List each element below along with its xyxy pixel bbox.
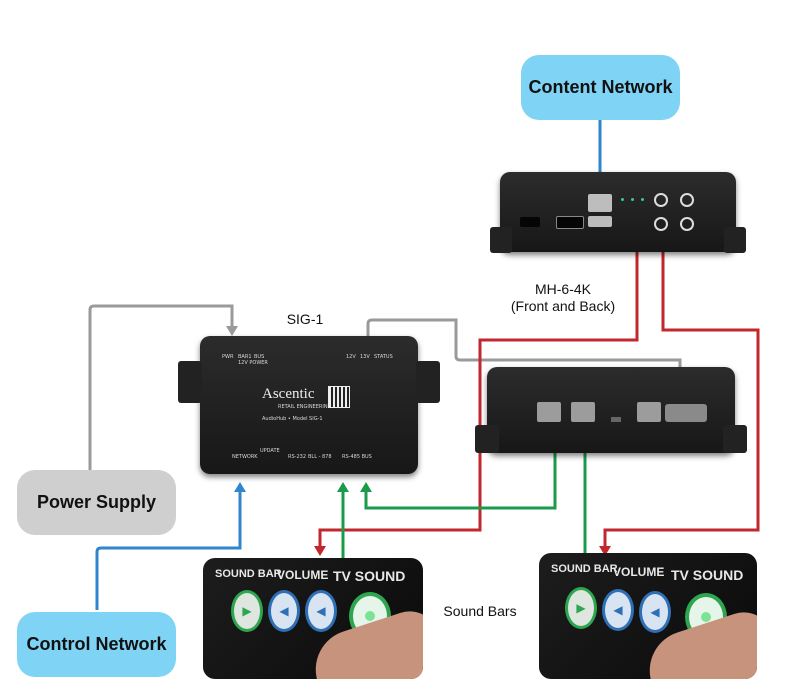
control-network-wire bbox=[95, 490, 242, 610]
sound-bar-caption: SOUND BAR bbox=[215, 568, 282, 580]
green-arrowhead-left bbox=[337, 482, 349, 492]
ascentic-subtitle: RETAIL ENGINEERING bbox=[278, 404, 332, 410]
power-arrowhead bbox=[226, 326, 238, 336]
mh-back-unit bbox=[475, 367, 747, 453]
red-wire-right bbox=[603, 224, 760, 548]
switch bbox=[611, 417, 621, 422]
sound-bar-button[interactable]: ▶ bbox=[565, 587, 597, 629]
volume-caption: VOLUME bbox=[277, 568, 329, 582]
red-arrowhead-left bbox=[314, 546, 326, 556]
usb-port bbox=[588, 216, 612, 227]
power-connector bbox=[665, 404, 707, 422]
sound-bars-label: Sound Bars bbox=[443, 603, 517, 619]
ascentic-logo: Ascentic bbox=[262, 386, 315, 402]
power-wire bbox=[88, 304, 234, 470]
control-network-label: Control Network bbox=[26, 634, 167, 654]
status-led bbox=[641, 198, 644, 201]
sig-top-label: BAR1 bbox=[238, 354, 252, 360]
sig-top-label: PWR bbox=[222, 354, 234, 360]
speaker-icon: ◀ bbox=[650, 605, 660, 619]
sound-bar-control-panel-left: SOUND BAR VOLUME TV SOUND ▶ ◀ ◀ bbox=[203, 558, 423, 679]
sig-to-mh-wire bbox=[366, 318, 682, 388]
sig-bottom-label: BLL - 878 bbox=[308, 454, 332, 460]
mounting-ear bbox=[724, 227, 746, 253]
speaker-icon: ◀ bbox=[279, 604, 289, 618]
status-led bbox=[621, 198, 624, 201]
play-icon: ▶ bbox=[242, 604, 252, 618]
content-network-label: Content Network bbox=[528, 77, 673, 97]
sig-top-label: STATUS bbox=[374, 354, 393, 360]
power-supply-node: Power Supply bbox=[17, 470, 176, 535]
sig-model-text: AudioHub • Model SIG-1 bbox=[262, 416, 323, 422]
ethernet-port bbox=[588, 194, 612, 212]
mounting-ear bbox=[490, 227, 512, 253]
control-network-arrowhead bbox=[234, 482, 246, 492]
tv-sound-caption: TV SOUND bbox=[333, 568, 406, 584]
volume-down-button[interactable]: ◀ bbox=[602, 589, 634, 631]
power-glow-icon bbox=[365, 611, 375, 621]
status-led bbox=[631, 198, 634, 201]
rj45-port bbox=[537, 402, 561, 422]
green-wire-mid bbox=[364, 428, 557, 510]
speaker-icon: ◀ bbox=[316, 604, 326, 618]
sig-top-label: 12V bbox=[346, 354, 356, 360]
red-arrowhead-right bbox=[599, 546, 611, 556]
mounting-ear bbox=[475, 425, 499, 453]
sig-bottom-label: UPDATE bbox=[260, 448, 280, 454]
volume-caption: VOLUME bbox=[613, 565, 665, 579]
sig-top-label: BUS bbox=[254, 354, 265, 360]
volume-up-button[interactable]: ◀ bbox=[305, 590, 337, 632]
audio-jack bbox=[680, 193, 694, 207]
speaker-icon: ◀ bbox=[613, 603, 623, 617]
rj45-port bbox=[637, 402, 661, 422]
volume-up-button[interactable]: ◀ bbox=[639, 591, 671, 633]
sig1-device: PWR BAR1 BUS 12V POWER 12V 13V STATUS As… bbox=[178, 336, 440, 474]
sound-bar-caption: SOUND BAR bbox=[551, 563, 618, 575]
sig1-label: SIG-1 bbox=[286, 311, 324, 327]
sig-bottom-label: RS-232 bbox=[288, 454, 306, 460]
hdmi-port bbox=[556, 216, 584, 229]
mh-name-label: MH-6-4K bbox=[534, 281, 591, 297]
green-arrowhead-mid bbox=[360, 482, 372, 492]
sound-bar-control-panel-right: SOUND BAR VOLUME TV SOUND ▶ ◀ ◀ bbox=[539, 553, 757, 679]
sig-bottom-label: NETWORK bbox=[232, 454, 258, 460]
audio-jack bbox=[654, 193, 668, 207]
sig-top-label: 13V bbox=[360, 354, 370, 360]
power-supply-label: Power Supply bbox=[36, 492, 157, 512]
play-icon: ▶ bbox=[576, 601, 586, 615]
sig-top-label: 12V POWER bbox=[238, 360, 268, 366]
content-network-node: Content Network bbox=[521, 55, 680, 120]
volume-down-button[interactable]: ◀ bbox=[268, 590, 300, 632]
mounting-ear bbox=[723, 425, 747, 453]
mh-front-unit bbox=[490, 172, 746, 253]
control-network-node: Control Network bbox=[17, 612, 176, 677]
sound-bar-button[interactable]: ▶ bbox=[231, 590, 263, 632]
card-slot bbox=[520, 217, 540, 227]
mounting-ear bbox=[416, 361, 440, 403]
tv-sound-caption: TV SOUND bbox=[671, 567, 744, 583]
mounting-ear bbox=[178, 361, 202, 403]
qr-code bbox=[328, 386, 350, 408]
sig-bottom-label: RS-485 BUS bbox=[342, 454, 372, 460]
power-glow-icon bbox=[701, 612, 711, 622]
audio-jack bbox=[654, 217, 668, 231]
mh-sub-label: (Front and Back) bbox=[510, 298, 616, 314]
rj45-port bbox=[571, 402, 595, 422]
audio-jack bbox=[680, 217, 694, 231]
